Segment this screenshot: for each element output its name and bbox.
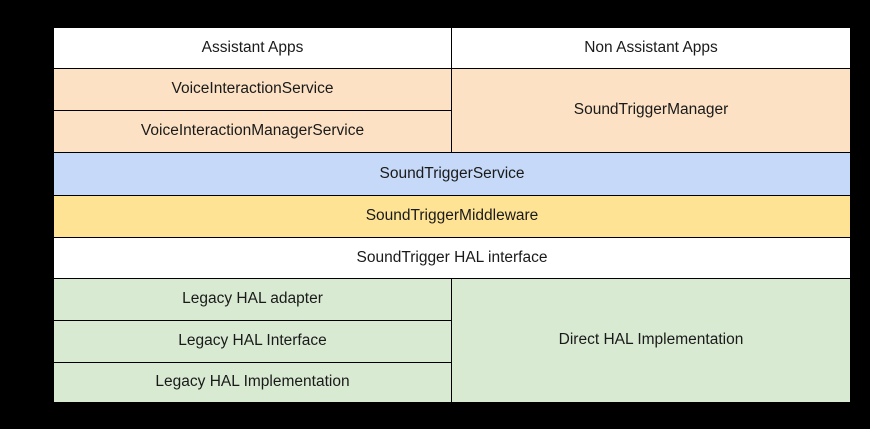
cell-voice-interaction-manager-service: VoiceInteractionManagerService: [53, 110, 452, 153]
table-row-sound-trigger-service: SoundTriggerService: [53, 152, 851, 196]
table-row-legacy-hal-interface: Legacy HAL Interface: [53, 320, 851, 363]
cell-legacy-hal-interface: Legacy HAL Interface: [53, 320, 452, 363]
table-row-legacy-hal-implementation: Legacy HAL Implementation: [53, 362, 851, 403]
table-row-sound-trigger-middleware: SoundTriggerMiddleware: [53, 195, 851, 238]
cell-non-assistant-apps: Non Assistant Apps: [451, 27, 851, 69]
cell-legacy-hal-implementation: Legacy HAL Implementation: [53, 362, 452, 403]
cell-sound-trigger-manager: SoundTriggerManager: [451, 68, 851, 153]
cell-legacy-hal-adapter: Legacy HAL adapter: [53, 278, 452, 321]
cell-sound-trigger-middleware: SoundTriggerMiddleware: [53, 195, 851, 238]
table-row-headers: Assistant Apps Non Assistant Apps: [53, 27, 851, 69]
cell-sound-trigger-hal-interface: SoundTrigger HAL interface: [53, 237, 851, 279]
cell-voice-interaction-service: VoiceInteractionService: [53, 68, 452, 111]
table-row-voice-interaction-service: VoiceInteractionService SoundTriggerMana…: [53, 68, 851, 153]
table-row-legacy-hal-adapter: Legacy HAL adapter Direct HAL Implementa…: [53, 278, 851, 403]
table-row-voice-interaction-manager-service: VoiceInteractionManagerService: [53, 110, 851, 153]
architecture-layers-table: Assistant Apps Non Assistant Apps VoiceI…: [53, 27, 851, 403]
cell-sound-trigger-service: SoundTriggerService: [53, 152, 851, 196]
cell-direct-hal-implementation: Direct HAL Implementation: [451, 278, 851, 403]
cell-assistant-apps: Assistant Apps: [53, 27, 452, 69]
table-row-sound-trigger-hal-interface: SoundTrigger HAL interface: [53, 237, 851, 279]
